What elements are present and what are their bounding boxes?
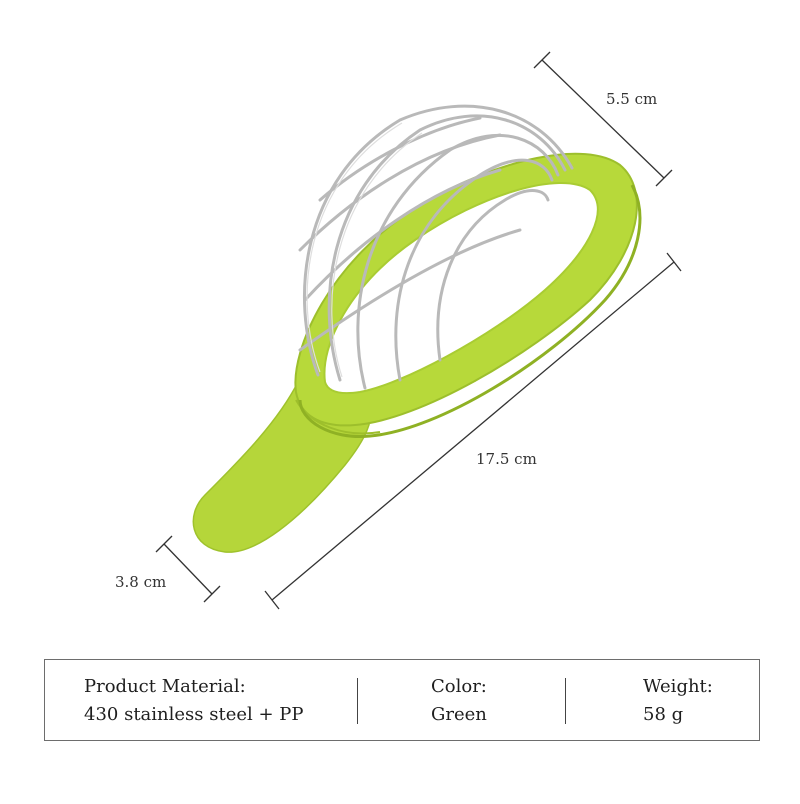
spec-divider — [357, 678, 358, 724]
wire-highlight — [306, 122, 423, 378]
spec-weight: Weight: 58 g — [643, 673, 713, 729]
dimension-line-width — [155, 535, 221, 603]
material-label: Product Material: — [84, 676, 246, 697]
weight-label: Weight: — [643, 676, 713, 697]
length-dimension-label: 17.5 cm — [476, 450, 537, 468]
height-dimension-label: 5.5 cm — [606, 90, 658, 108]
weight-value: 58 g — [643, 704, 684, 725]
color-label: Color: — [431, 676, 487, 697]
dimension-line-length — [264, 252, 682, 610]
spec-table: Product Material: 430 stainless steel + … — [44, 659, 760, 741]
spec-divider — [565, 678, 566, 724]
slicer-ring — [294, 152, 642, 439]
spec-material: Product Material: 430 stainless steel + … — [84, 673, 304, 729]
width-dimension-label: 3.8 cm — [115, 573, 167, 591]
material-value: 430 stainless steel + PP — [84, 704, 304, 725]
stainless-wire-grid — [298, 104, 574, 390]
spec-color: Color: Green — [431, 673, 487, 729]
color-value: Green — [431, 704, 487, 725]
dimension-line-height — [533, 51, 673, 187]
